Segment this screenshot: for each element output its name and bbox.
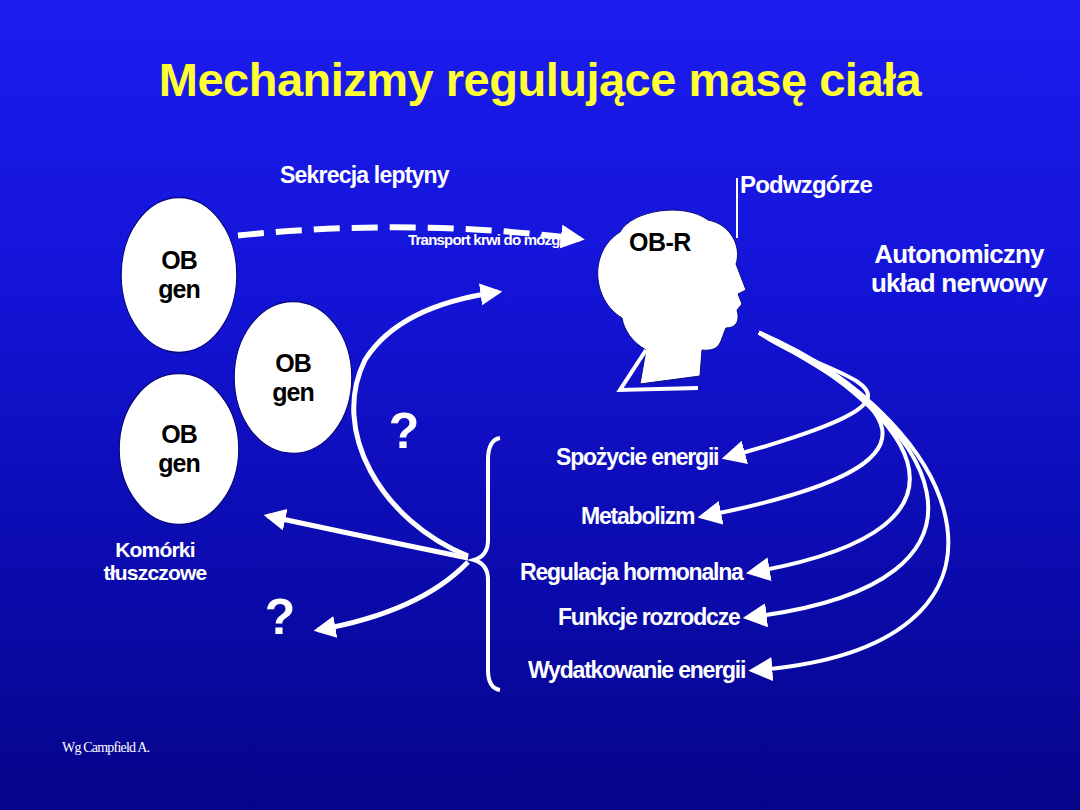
effect-item: Wydatkowanie energii: [528, 657, 745, 684]
diagram-label: Komórki tłuszczowe: [70, 538, 240, 584]
diagram-title: Mechanizmy regulujące masę ciała: [0, 52, 1080, 107]
head-receptor: OB-R: [580, 200, 765, 395]
effect-text: Metabolizm: [581, 503, 694, 530]
node-text: OB gen: [149, 420, 209, 478]
nerve-arrow: [702, 333, 882, 517]
effect-text: Funkcje rozrodcze: [558, 604, 740, 631]
gene-ellipse: OB gen: [233, 300, 353, 455]
ellipse-fill: [119, 374, 239, 525]
node-text: OB-R: [610, 228, 710, 257]
node-text: OB gen: [263, 349, 323, 407]
feedback-arrow: [354, 292, 498, 556]
effect-item: Regulacja hormonalna: [520, 559, 743, 586]
effect-item: Spożycie energii: [556, 444, 718, 471]
diagram-label: Autonomiczny układ nerwowy: [848, 240, 1070, 297]
edge-label: Sekrecja leptyny: [280, 162, 449, 189]
neck-line: [620, 350, 698, 390]
head-outline: [598, 210, 746, 384]
node-text: OB gen: [149, 246, 209, 304]
effect-text: Wydatkowanie energii: [528, 657, 745, 684]
source-note: Wg Campfield A.: [62, 740, 262, 755]
feedback-arrow: [318, 562, 468, 630]
effect-text: Spożycie energii: [556, 444, 718, 471]
ellipse-fill: [234, 302, 352, 454]
gene-ellipse: OB gen: [118, 372, 240, 526]
feedback-arrow: [268, 516, 468, 558]
effect-text: Regulacja hormonalna: [520, 559, 743, 586]
effect-item: Funkcje rozrodcze: [558, 604, 740, 631]
question-mark: ?: [260, 590, 300, 645]
effect-item: Metabolizm: [581, 503, 694, 530]
hypothalamus-pointer: [736, 178, 738, 238]
nerve-arrow: [753, 333, 948, 671]
gene-ellipse: OB gen: [120, 196, 238, 354]
question-mark: ?: [384, 404, 424, 459]
diagram-label: Podwzgórze: [740, 172, 920, 198]
bracket: [474, 438, 500, 690]
ellipse-fill: [121, 198, 237, 353]
diagram-label: Transport krwi do mózgu: [408, 232, 568, 249]
